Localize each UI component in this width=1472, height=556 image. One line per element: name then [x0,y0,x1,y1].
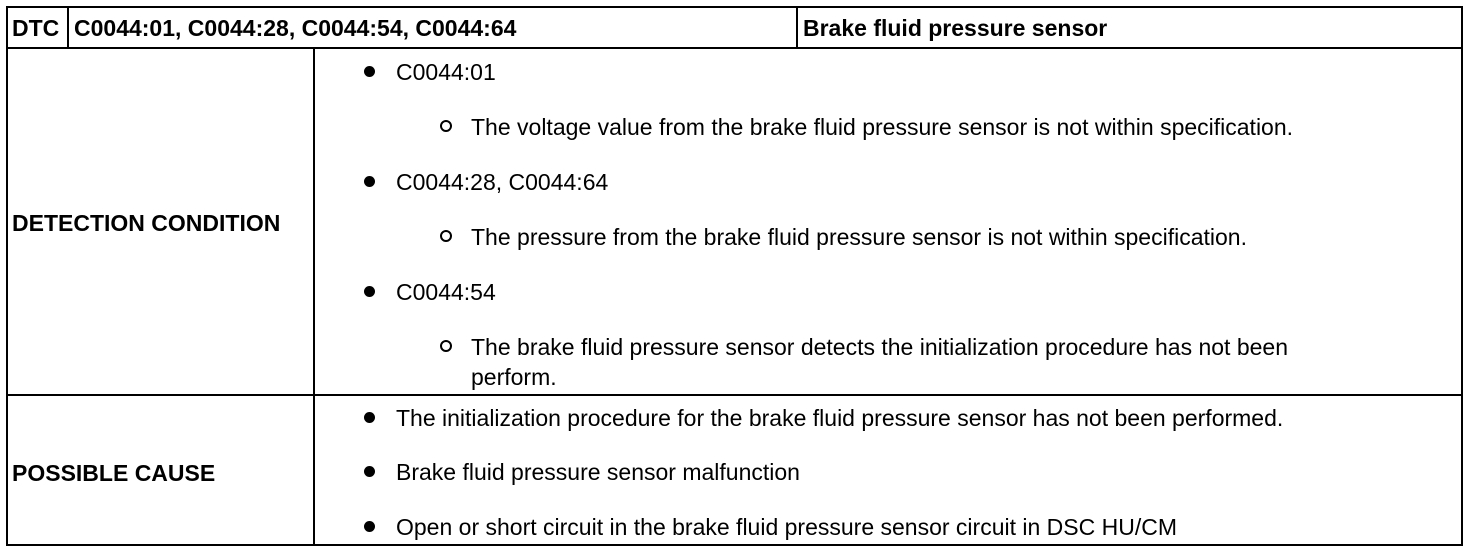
detection-detail-1: The voltage value from the brake fluid p… [471,114,1294,140]
detection-detail-3-line2: perform. [471,364,557,390]
dtc-label: DTC [12,15,60,41]
sub-bullet-icon [440,340,452,352]
cause-item-1: The initialization procedure for the bra… [396,405,1284,431]
bullet-icon [364,521,375,532]
detection-code-3: C0044:54 [396,279,496,305]
dtc-codes: C0044:01, C0044:28, C0044:54, C0044:64 [74,15,517,41]
header-divider [6,47,1463,49]
bullet-icon [364,466,375,477]
cause-item-2: Brake fluid pressure sensor malfunction [396,459,800,485]
dtc-table [6,6,1463,546]
possible-cause-label: POSSIBLE CAUSE [12,460,216,486]
sub-bullet-icon [440,120,452,132]
detection-detail-3-line1: The brake fluid pressure sensor detects … [471,334,1288,360]
section-divider [6,394,1463,396]
dtc-label-divider [67,6,69,48]
detection-code-2: C0044:28, C0044:64 [396,169,609,195]
cause-item-3: Open or short circuit in the brake fluid… [396,514,1178,540]
detection-condition-label: DETECTION CONDITION [12,210,281,236]
dtc-title: Brake fluid pressure sensor [803,15,1108,41]
bullet-icon [364,66,375,77]
bullet-icon [364,286,375,297]
bullet-icon [364,176,375,187]
detection-detail-2: The pressure from the brake fluid pressu… [471,224,1247,250]
bullet-icon [364,412,375,423]
sub-bullet-icon [440,230,452,242]
label-column-divider [313,47,315,546]
detection-code-1: C0044:01 [396,59,496,85]
title-divider [796,6,798,48]
